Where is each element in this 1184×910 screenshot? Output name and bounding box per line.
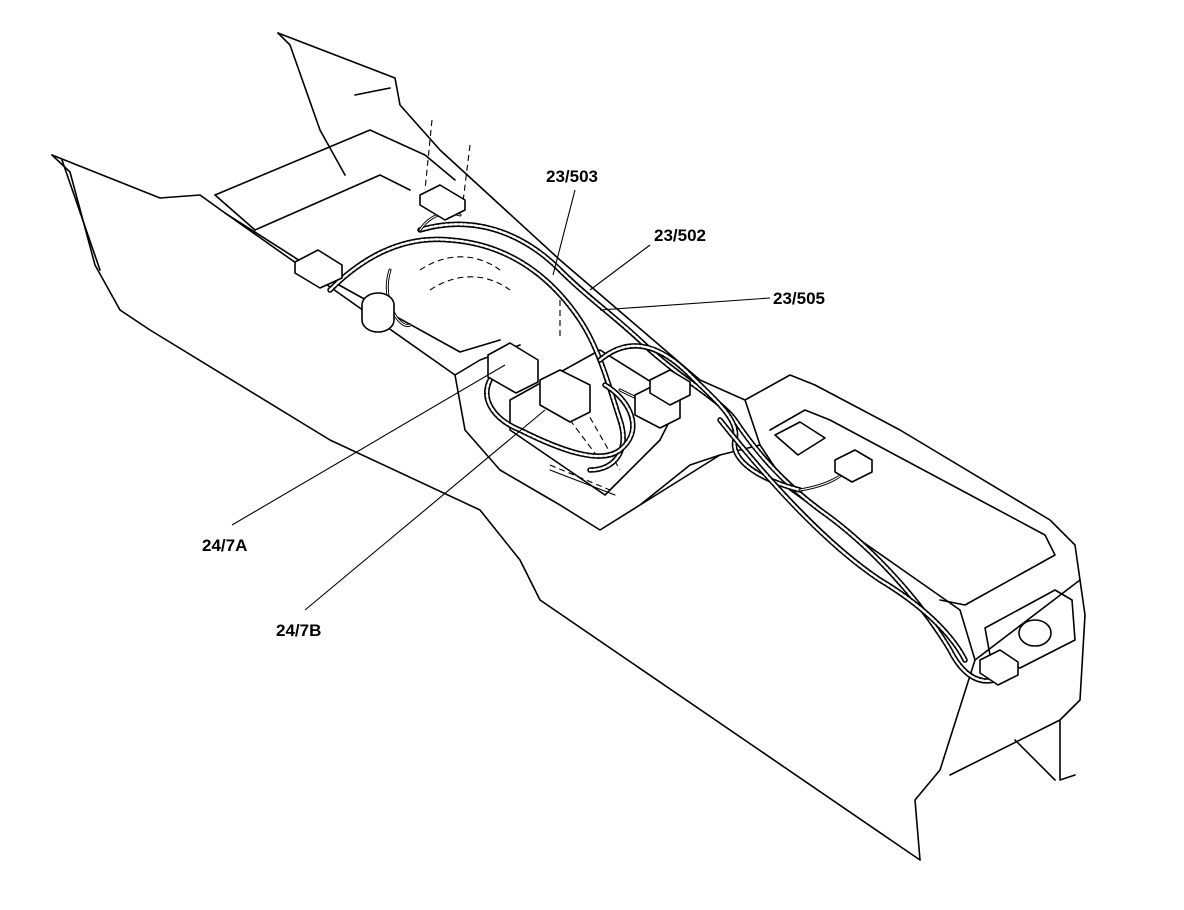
leader-23-503 — [552, 189, 576, 276]
leader-24-7a — [231, 364, 506, 526]
leader-lines — [231, 189, 771, 611]
connector-rear-left — [294, 249, 343, 289]
callout-labels: 23/503 23/502 23/505 24/7A 24/7B — [202, 167, 825, 640]
connector-front — [979, 649, 1019, 686]
round-switch-left — [361, 292, 395, 333]
connector-24-7b — [539, 369, 591, 423]
callout-24-7a: 24/7A — [202, 536, 247, 555]
connector-mid-right-2 — [649, 369, 691, 406]
callout-23-505: 23/505 — [773, 289, 825, 308]
connector-front-top — [834, 449, 873, 483]
console-body — [51, 32, 1086, 861]
leader-24-7b — [304, 409, 546, 611]
callout-24-7b: 24/7B — [276, 621, 321, 640]
wiring-harness — [327, 211, 998, 684]
callout-23-502: 23/502 — [654, 226, 706, 245]
connector-24-7a — [487, 342, 539, 394]
connector-rear-right — [419, 184, 466, 221]
callout-23-503: 23/503 — [546, 167, 598, 186]
leader-23-502 — [589, 244, 651, 291]
leader-23-505 — [599, 297, 771, 311]
connectors — [294, 184, 1019, 686]
